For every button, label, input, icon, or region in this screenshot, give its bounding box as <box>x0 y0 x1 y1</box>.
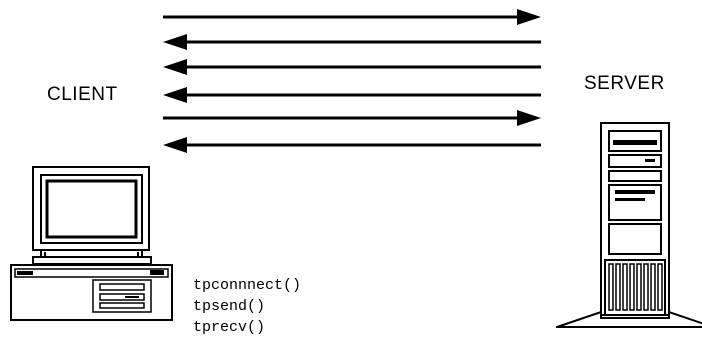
message-arrow-to-client <box>163 34 541 50</box>
server-label: SERVER <box>584 73 665 94</box>
function-call-recv: tprecv() <box>193 319 266 336</box>
function-call-list: tpconnnect() tpsend() tprecv() <box>193 275 301 338</box>
function-call-connect: tpconnnect() <box>193 277 302 294</box>
message-arrow-to-client <box>163 87 541 103</box>
vent-grille <box>608 263 663 311</box>
client-computer-icon <box>10 166 173 321</box>
client-label: CLIENT <box>47 84 118 105</box>
message-arrow-to-server <box>163 9 541 25</box>
message-arrow-to-client <box>163 137 541 153</box>
message-arrow-to-server <box>163 110 541 126</box>
function-call-send: tpsend() <box>193 298 266 315</box>
server-tower-icon <box>556 122 702 328</box>
message-arrow-to-client <box>163 59 541 75</box>
message-arrows <box>163 9 541 153</box>
